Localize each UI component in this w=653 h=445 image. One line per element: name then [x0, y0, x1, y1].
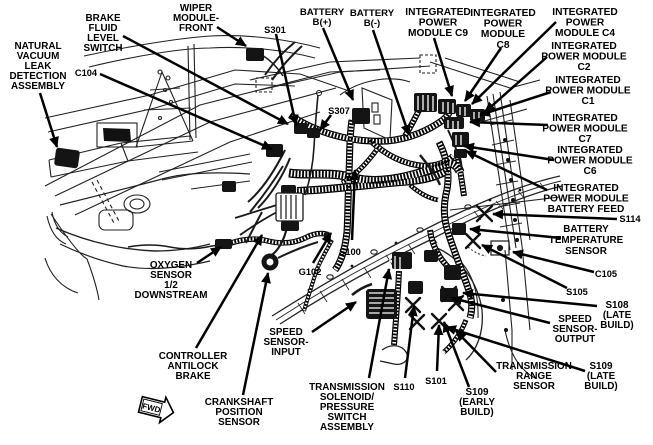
svg-text:S105: S105: [566, 287, 588, 297]
svg-text:S100: S100: [339, 247, 361, 257]
svg-text:S114: S114: [619, 214, 641, 224]
svg-text:S110: S110: [393, 382, 414, 392]
svg-text:C104: C104: [75, 68, 98, 78]
svg-text:S307: S307: [328, 106, 350, 116]
svg-text:FWD: FWD: [141, 402, 161, 415]
svg-text:S301: S301: [264, 25, 286, 35]
svg-text:S101: S101: [425, 376, 447, 386]
svg-text:C105: C105: [595, 269, 617, 279]
svg-text:G102: G102: [299, 267, 322, 277]
